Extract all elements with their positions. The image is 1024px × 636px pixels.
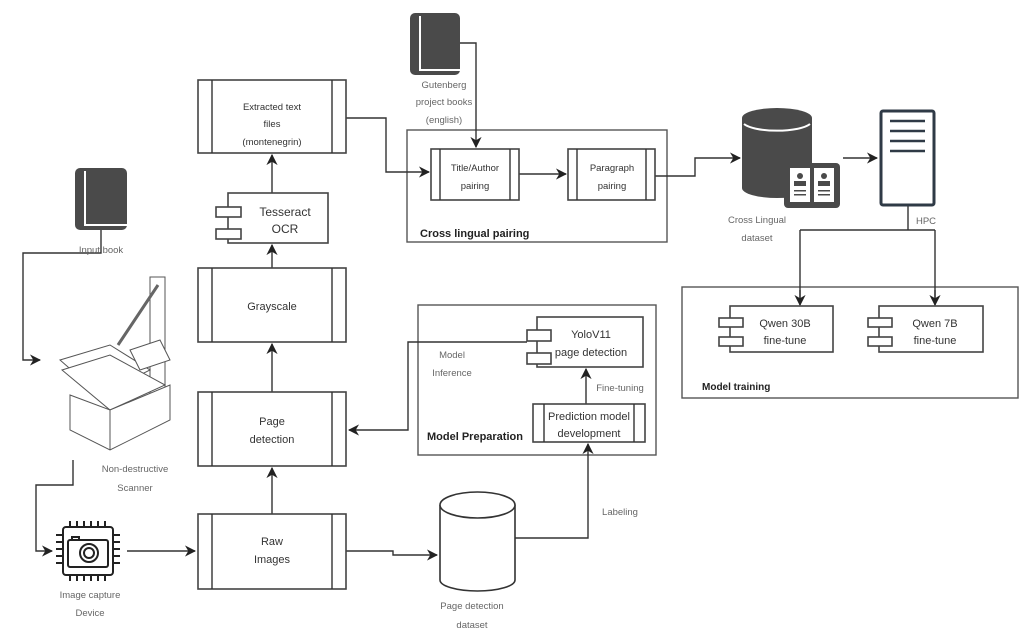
node-label: (english) xyxy=(426,115,462,126)
node-label: HPC xyxy=(916,216,936,227)
tesseract-ocr-component: Tesseract OCR xyxy=(215,192,329,244)
prediction-model-box: Prediction model development xyxy=(532,403,646,443)
page-detection-dataset-node: Page detection dataset xyxy=(439,491,516,631)
node-label: Gutenberg xyxy=(422,80,467,91)
node-label: Title/Author xyxy=(451,163,499,174)
node-label: Qwen 30B xyxy=(759,318,810,330)
input-book-node: Input book xyxy=(75,168,127,256)
raw-images-box: Raw Images xyxy=(197,513,347,590)
node-label: fine-tune xyxy=(764,335,807,347)
gutenberg-books-node: Gutenberg project books (english) xyxy=(410,13,472,126)
edges: Model Inference Fine-tuning Labeling xyxy=(22,42,941,561)
camera-device-node: Image capture Device xyxy=(56,521,120,619)
node-label: Non-destructive xyxy=(102,464,169,475)
node-label: Paragraph xyxy=(590,163,634,174)
node-label: (montenegrin) xyxy=(242,137,301,148)
node-label: fine-tune xyxy=(914,335,957,347)
edge-label-model-inference: Model xyxy=(439,350,465,361)
node-label: Scanner xyxy=(117,483,152,494)
group-label: Model training xyxy=(702,382,770,393)
edge-label-model-inference: Inference xyxy=(432,368,472,379)
book-icon xyxy=(75,168,127,230)
node-label: Image capture xyxy=(60,590,121,601)
component-icon xyxy=(215,206,242,218)
node-label: Prediction model xyxy=(548,411,630,423)
node-label: development xyxy=(558,428,621,440)
page-detection-box: Page detection xyxy=(197,391,347,467)
node-label: Images xyxy=(254,554,291,566)
node-label: Grayscale xyxy=(247,301,297,313)
node-label: files xyxy=(264,119,281,130)
node-label: Tesseract xyxy=(259,205,311,219)
grayscale-box: Grayscale xyxy=(197,267,347,343)
component-icon xyxy=(526,329,552,342)
group-model-training: Model training xyxy=(681,286,1019,399)
qwen-30b-component: Qwen 30B fine-tune xyxy=(718,305,834,353)
book-icon xyxy=(410,13,460,75)
node-label: Extracted text xyxy=(243,102,301,113)
component-icon xyxy=(867,317,893,328)
node-label: pairing xyxy=(461,181,490,192)
node-label: detection xyxy=(250,434,295,446)
qwen-7b-component: Qwen 7B fine-tune xyxy=(867,305,984,353)
hpc-node: HPC xyxy=(879,109,936,227)
database-icon xyxy=(439,491,516,592)
node-label: dataset xyxy=(456,620,488,631)
node-label: OCR xyxy=(272,222,299,236)
paragraph-pairing-box: Paragraph pairing xyxy=(567,148,656,201)
node-label: Cross Lingual xyxy=(728,215,786,226)
node-label: Page xyxy=(259,416,285,428)
node-label: page detection xyxy=(555,347,627,359)
extracted-text-box: Extracted text files (montenegrin) xyxy=(197,79,347,154)
node-label: Device xyxy=(75,608,104,619)
camera-chip-icon xyxy=(56,521,120,581)
node-label: Input book xyxy=(79,245,124,256)
node-label: dataset xyxy=(741,233,773,244)
scanner-node: Non-destructive Scanner xyxy=(58,276,171,494)
node-label: project books xyxy=(416,97,473,108)
group-cross-lingual-pairing: Cross lingual pairing xyxy=(406,129,668,243)
title-author-pairing-box: Title/Author pairing xyxy=(430,148,520,201)
yolov11-component: YoloV11 page detection xyxy=(526,316,644,368)
address-book-icon xyxy=(784,163,840,208)
edge-label-labeling: Labeling xyxy=(602,507,638,518)
node-label: YoloV11 xyxy=(571,329,611,341)
node-label: Raw xyxy=(261,536,283,548)
group-model-preparation: Model Preparation xyxy=(417,304,657,456)
server-icon xyxy=(879,109,936,207)
component-icon xyxy=(718,317,744,328)
group-label: Model Preparation xyxy=(427,431,523,443)
edge-label-fine-tuning: Fine-tuning xyxy=(596,383,644,394)
node-label: Page detection xyxy=(440,601,503,612)
cross-lingual-dataset-node: Cross Lingual dataset xyxy=(728,108,840,244)
node-label: Qwen 7B xyxy=(912,318,957,330)
book-scanner-icon xyxy=(58,276,171,451)
group-label: Cross lingual pairing xyxy=(420,228,529,240)
node-label: pairing xyxy=(598,181,627,192)
